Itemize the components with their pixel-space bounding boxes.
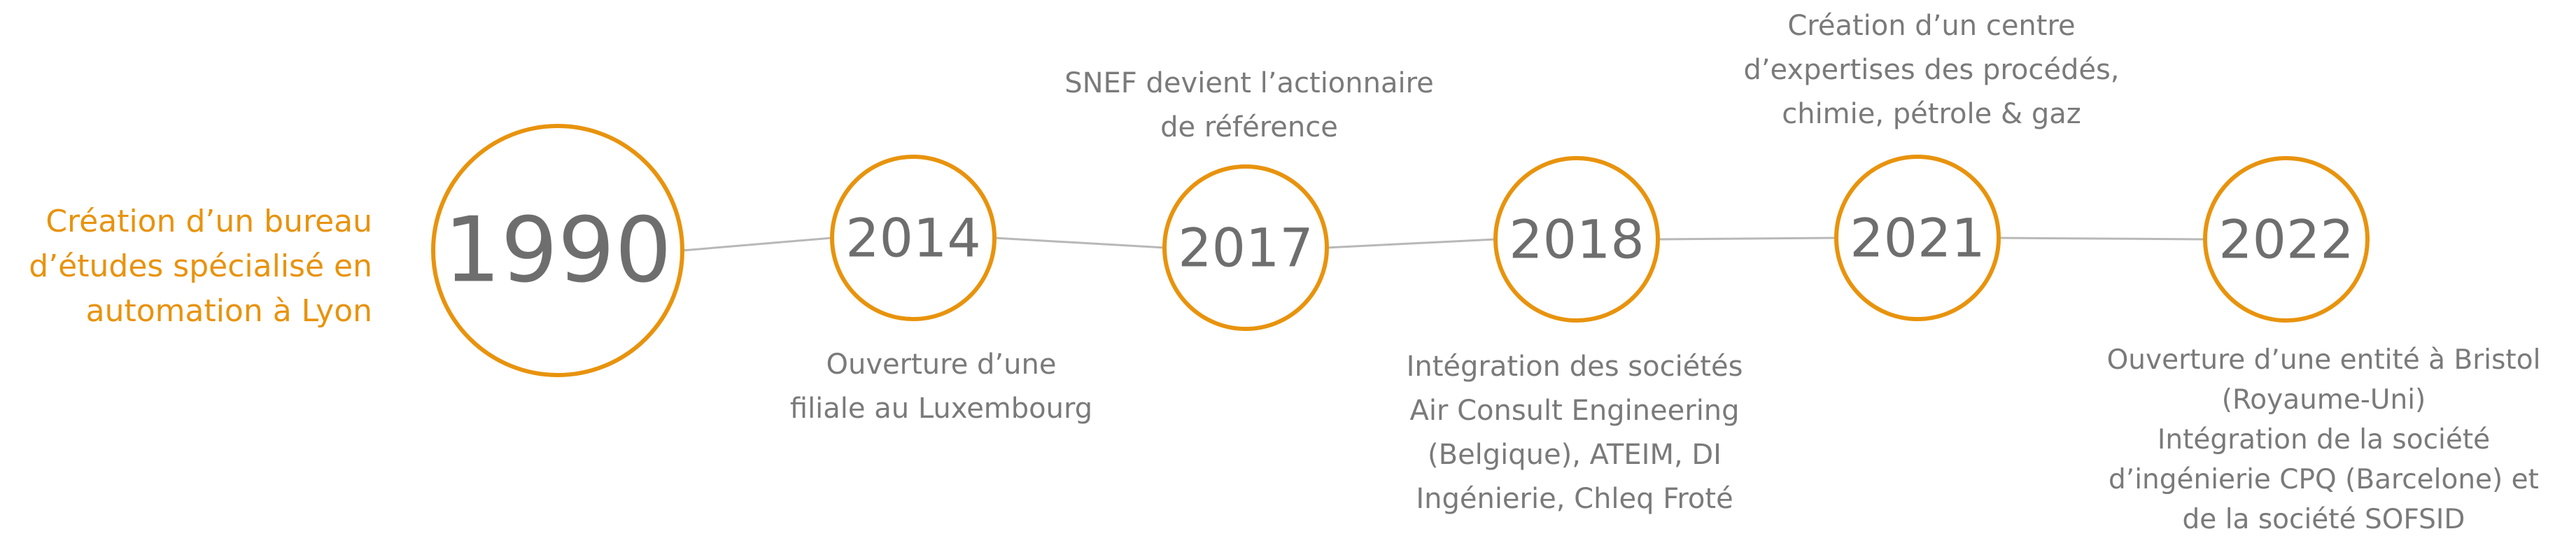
timeline-connector (1998, 237, 2206, 241)
intro-line: automation à Lyon (85, 293, 372, 329)
milestone-year-2018: 2018 (1509, 209, 1644, 271)
caption-line: Ouverture d’une (826, 348, 1057, 381)
caption-line: (Belgique), ATEIM, DI (1428, 439, 1722, 471)
caption-line: d’expertises des procédés, (1743, 54, 2120, 86)
caption-line: de la société SOFSID (2182, 504, 2465, 535)
milestone-year-1990: 1990 (444, 199, 672, 303)
milestone-circle-2022 (2203, 156, 2370, 323)
caption-line: Intégration des sociétés (1406, 351, 1743, 383)
intro-text: Création d’un bureau d’études spécialisé… (0, 199, 372, 334)
milestone-circle-1990 (431, 124, 684, 377)
milestone-year-2022: 2022 (2218, 209, 2353, 271)
timeline-connector (1326, 238, 1496, 249)
caption-line: Création d’un centre (1787, 10, 2076, 42)
caption-line: Intégration de la société (2157, 424, 2491, 456)
caption-2017: SNEF devient l’actionnaire de référence (1036, 62, 1463, 150)
intro-line: d’études spécialisé en (29, 248, 372, 284)
caption-line: Air Consult Engineering (1409, 395, 1740, 427)
caption-line: de référence (1160, 111, 1338, 143)
caption-line: Ouverture d’une entité à Bristol (2106, 344, 2541, 376)
caption-line: d’ingénierie CPQ (Barcelone) et (2109, 464, 2539, 495)
caption-line: (Royaume-Uni) (2221, 384, 2426, 416)
timeline-connector (682, 237, 833, 252)
caption-2022: Ouverture d’une entité à Bristol (Royaum… (2071, 340, 2576, 540)
milestone-circle-2014 (830, 155, 997, 321)
milestone-year-2017: 2017 (1178, 217, 1313, 279)
milestone-circle-2021 (1834, 155, 2001, 321)
timeline-connector (1657, 237, 1837, 241)
timeline-connector (994, 237, 1165, 249)
milestone-year-2021: 2021 (1850, 207, 1985, 269)
intro-line: Création d’un bureau (45, 204, 372, 239)
caption-2018: Intégration des sociétés Air Consult Eng… (1372, 345, 1778, 521)
caption-line: chimie, pétrole & gaz (1782, 98, 2081, 130)
milestone-circle-2017 (1162, 164, 1329, 331)
caption-line: SNEF devient l’actionnaire (1064, 67, 1434, 99)
caption-line: filiale au Luxembourg (789, 393, 1093, 425)
caption-2021: Création d’un centre d’expertises des pr… (1715, 4, 2148, 136)
milestone-circle-2018 (1493, 156, 1660, 323)
caption-line: Ingénierie, Chleq Froté (1416, 483, 1733, 515)
caption-2014: Ouverture d’une filiale au Luxembourg (756, 343, 1127, 431)
milestone-year-2014: 2014 (845, 207, 980, 269)
